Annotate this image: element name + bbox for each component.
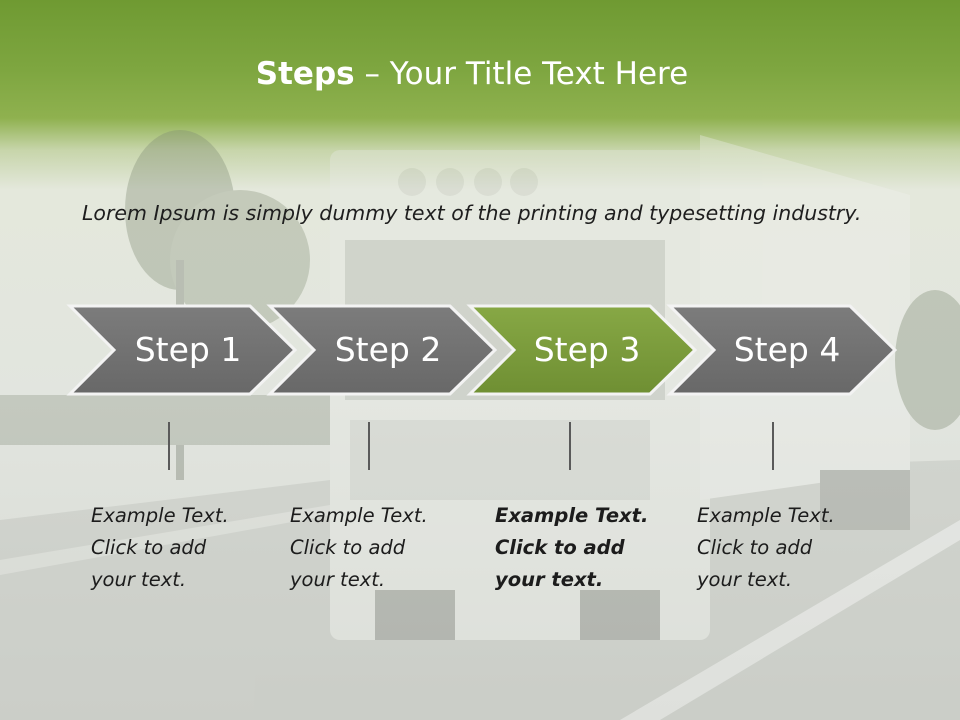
title-bold: Steps (255, 56, 355, 92)
step-4-line-2: Click to add (697, 536, 813, 559)
step-4-text[interactable]: Example Text. Click to add your text. (697, 500, 877, 596)
step-3-chevron[interactable] (466, 304, 698, 396)
step-4-chevron[interactable] (666, 304, 898, 396)
step-1-connector (168, 422, 170, 470)
step-2-text[interactable]: Example Text. Click to add your text. (290, 500, 470, 596)
step-2-connector (368, 422, 370, 470)
step-4-label: Step 4 (733, 330, 841, 369)
step-3-line-3: your text. (495, 568, 604, 591)
step-1-line-3: your text. (91, 568, 187, 591)
step-3-connector (569, 422, 571, 470)
step-2-line-3: your text. (290, 568, 386, 591)
step-3-text[interactable]: Example Text. Click to add your text. (495, 500, 675, 596)
step-1-line-2: Click to add (91, 536, 207, 559)
step-3-line-1: Example Text. (495, 504, 649, 527)
step-1-line-1: Example Text. (91, 504, 229, 527)
step-4-line-1: Example Text. (697, 504, 835, 527)
intro-paragraph: Lorem Ipsum is simply dummy text of the … (82, 201, 862, 225)
title-rest: – Your Title Text Here (354, 56, 689, 92)
step-1-label: Step 1 (134, 330, 242, 369)
step-2-label: Step 2 (334, 330, 442, 369)
step-1-chevron[interactable] (66, 304, 298, 396)
step-2-line-2: Click to add (290, 536, 406, 559)
step-1-text[interactable]: Example Text. Click to add your text. (91, 500, 271, 596)
step-3-label: Step 3 (533, 330, 641, 369)
step-4-connector (772, 422, 774, 470)
step-2-line-1: Example Text. (290, 504, 428, 527)
step-3-line-2: Click to add (495, 536, 625, 559)
step-2-chevron[interactable] (266, 304, 498, 396)
slide-title: Steps – Your Title Text Here (0, 52, 944, 96)
step-4-line-3: your text. (697, 568, 793, 591)
